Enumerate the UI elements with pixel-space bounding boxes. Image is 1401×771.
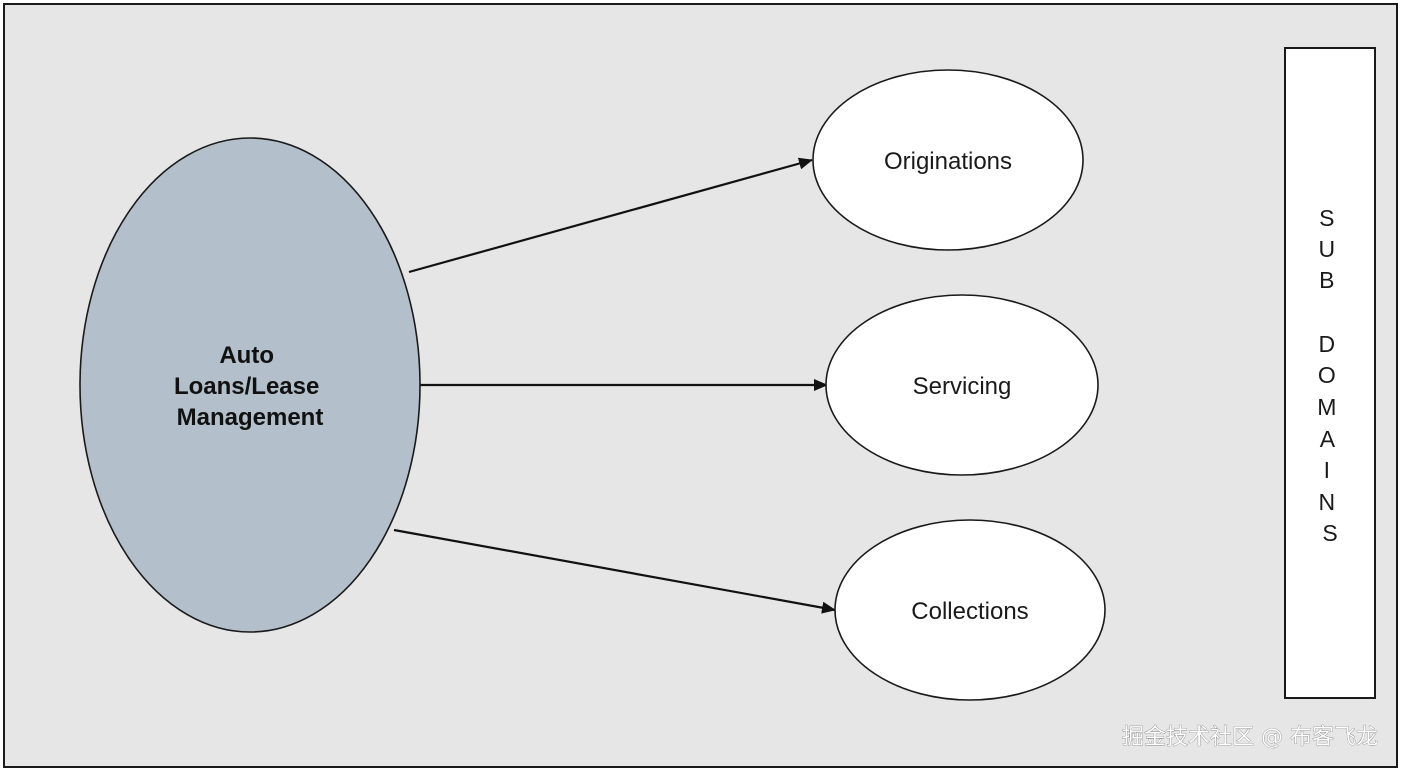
main-node-line-1: Auto xyxy=(219,342,274,369)
sub-node-collections-label: Collections xyxy=(911,598,1028,625)
main-node-shape xyxy=(79,137,421,633)
side-label-box: S U B D O M A I N S xyxy=(1284,47,1376,699)
side-letter: M xyxy=(1317,394,1336,420)
arrow-to-originations xyxy=(408,157,813,274)
side-letter: B xyxy=(1319,267,1334,293)
svg-text:Auto Loans/Lease: Auto Loans/Lease Management xyxy=(174,342,326,431)
sub-node-originations: Originations xyxy=(812,69,1084,251)
sub-node-originations-shape xyxy=(812,69,1084,251)
arrow-to-collections xyxy=(393,528,836,614)
side-label-frame xyxy=(1284,47,1376,699)
sub-node-collections-shape xyxy=(834,519,1106,701)
svg-text:S U B: S U B D O M A I N S xyxy=(1317,205,1343,546)
side-letter: U xyxy=(1318,236,1335,262)
side-letter: A xyxy=(1320,426,1336,452)
main-node: Auto Loans/Lease Management xyxy=(79,137,421,633)
watermark: 掘金技术社区 @ 布客飞龙 xyxy=(1122,725,1378,750)
side-letter: I xyxy=(1324,457,1330,483)
main-node-line-3: Management xyxy=(177,404,324,431)
side-letter: S xyxy=(1319,205,1334,231)
side-letter: S xyxy=(1322,520,1337,546)
sub-node-servicing-label: Servicing xyxy=(913,373,1012,400)
side-letter: O xyxy=(1318,362,1336,388)
sub-node-collections: Collections xyxy=(834,519,1106,701)
side-letter: D xyxy=(1318,331,1335,357)
sub-node-servicing-shape xyxy=(825,294,1099,476)
sub-node-originations-label: Originations xyxy=(884,148,1012,175)
main-node-line-2: Loans/Lease xyxy=(174,373,319,400)
sub-node-servicing: Servicing xyxy=(825,294,1099,476)
side-letter: N xyxy=(1318,489,1335,515)
